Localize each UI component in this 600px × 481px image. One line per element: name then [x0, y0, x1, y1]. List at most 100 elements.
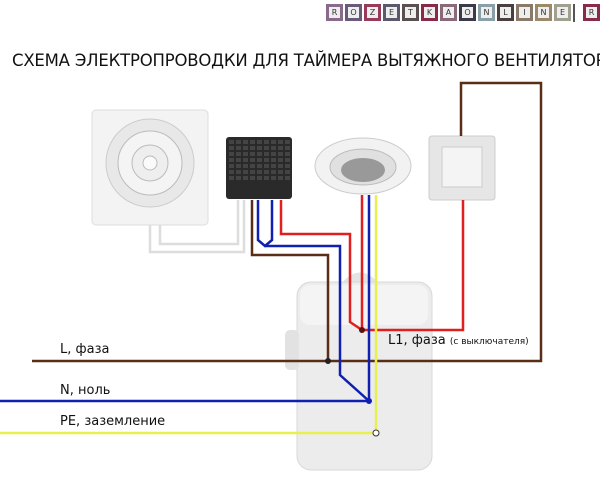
heatsink-fin: [278, 140, 283, 144]
heatsink-fin: [250, 140, 255, 144]
heatsink-fin: [236, 170, 241, 174]
logo-tile: O: [345, 4, 362, 21]
heatsink-fin: [285, 170, 290, 174]
heatsink-fin: [278, 152, 283, 156]
wire: [256, 200, 274, 248]
heatsink-fin: [278, 164, 283, 168]
label-pe-ground: PE, заземление: [60, 414, 166, 429]
logo-tile: O: [459, 4, 476, 21]
wires: [0, 81, 543, 435]
heatsink-fin: [271, 164, 276, 168]
logo-tile: E: [383, 4, 400, 21]
heatsink-fin: [243, 140, 248, 144]
site-logo: ROZETKAONLINERU: [326, 4, 600, 22]
heatsink-fin: [257, 176, 262, 180]
logo-tile: L: [497, 4, 514, 21]
heatsink-fin: [243, 158, 248, 162]
heatsink-fin: [250, 176, 255, 180]
heatsink-fin: [236, 140, 241, 144]
junction-dot-pe: [372, 429, 380, 437]
logo-tile: Z: [364, 4, 381, 21]
heatsink-fin: [285, 146, 290, 150]
heatsink-fin: [264, 140, 269, 144]
logo-tile: N: [478, 4, 495, 21]
heatsink-fin: [278, 170, 283, 174]
heatsink-fin: [243, 152, 248, 156]
junction-dot-l1: [359, 327, 365, 333]
heatsink-fin: [236, 158, 241, 162]
ceiling-lamp: [314, 137, 412, 195]
heatsink-fin: [250, 170, 255, 174]
heatsink-fin: [271, 140, 276, 144]
heatsink-fin: [271, 170, 276, 174]
heatsink-fin: [264, 176, 269, 180]
fan-timer: [226, 137, 292, 199]
heatsink-fin: [278, 158, 283, 162]
label-l1-phase: L1, фаза (с выключателя): [388, 333, 529, 348]
logo-tile: E: [554, 4, 571, 21]
logo-tile: A: [440, 4, 457, 21]
junction-dot-l: [325, 358, 331, 364]
wire: [265, 244, 370, 402]
heatsink-fin: [257, 158, 262, 162]
heatsink-fin: [236, 164, 241, 168]
logo-tile: R: [326, 4, 343, 21]
label-l1-note: (с выключателя): [449, 337, 529, 347]
logo-tile: R: [583, 4, 600, 21]
junction-box: [285, 272, 433, 471]
heatsink-fin: [243, 170, 248, 174]
diagram-title: СХЕМА ЭЛЕКТРОПРОВОДКИ ДЛЯ ТАЙМЕРА ВЫТЯЖН…: [12, 51, 600, 70]
logo-tile: I: [516, 4, 533, 21]
heatsink-fin: [285, 164, 290, 168]
heatsink-fin: [236, 176, 241, 180]
heatsink-fin: [229, 176, 234, 180]
heatsink-fin: [278, 146, 283, 150]
heatsink-fin: [264, 146, 269, 150]
heatsink-fin: [243, 146, 248, 150]
heatsink-fin: [257, 170, 262, 174]
exhaust-fan: [91, 109, 209, 226]
heatsink-fin: [243, 164, 248, 168]
wire: [148, 200, 246, 254]
heatsink-fin: [229, 146, 234, 150]
logo-tile: K: [421, 4, 438, 21]
heatsink-fin: [229, 170, 234, 174]
heatsink-fin: [271, 158, 276, 162]
heatsink-fin: [271, 176, 276, 180]
heatsink-fin: [285, 176, 290, 180]
heatsink-fin: [264, 158, 269, 162]
heatsink-fin: [264, 170, 269, 174]
logo-tile: T: [402, 4, 419, 21]
heatsink-fin: [243, 176, 248, 180]
heatsink-fin: [250, 152, 255, 156]
heatsink-fin: [285, 152, 290, 156]
wire: [32, 81, 543, 363]
heatsink-fin: [257, 146, 262, 150]
heatsink-fin: [264, 164, 269, 168]
heatsink-fin: [229, 164, 234, 168]
heatsink-fin: [257, 140, 262, 144]
heatsink-fin: [257, 152, 262, 156]
heatsink-fin: [285, 140, 290, 144]
heatsink-fin: [257, 164, 262, 168]
light-switch: [428, 135, 496, 201]
heatsink-fin: [271, 152, 276, 156]
label-l-phase: L, фаза: [60, 342, 110, 357]
heatsink-fin: [236, 146, 241, 150]
heatsink-fin: [250, 158, 255, 162]
logo-tile: N: [535, 4, 552, 21]
label-n-neutral: N, ноль: [60, 383, 111, 398]
heatsink-fin: [229, 152, 234, 156]
heatsink-fin: [285, 158, 290, 162]
heatsink-fin: [236, 152, 241, 156]
heatsink-fin: [271, 146, 276, 150]
heatsink-fin: [278, 176, 283, 180]
wire: [250, 200, 330, 361]
heatsink-fin: [250, 146, 255, 150]
wire: [279, 200, 465, 332]
heatsink-fin: [264, 152, 269, 156]
heatsink-fin: [250, 164, 255, 168]
heatsink-fin: [229, 158, 234, 162]
label-l1-text: L1, фаза: [388, 333, 446, 348]
